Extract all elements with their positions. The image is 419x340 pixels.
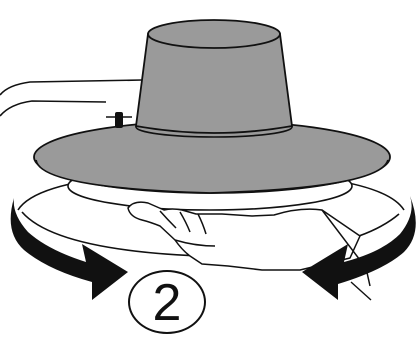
- edge-lines: [350, 281, 372, 301]
- step-number-badge: 2: [128, 270, 206, 334]
- rotate-left-arrow-icon: [10, 198, 129, 300]
- step-number: 2: [152, 274, 182, 332]
- knob: [106, 112, 132, 128]
- shade-top: [134, 19, 294, 134]
- shade-brim: [33, 120, 391, 194]
- rotate-right-arrow-icon: [302, 196, 416, 300]
- support-arm: [0, 79, 143, 117]
